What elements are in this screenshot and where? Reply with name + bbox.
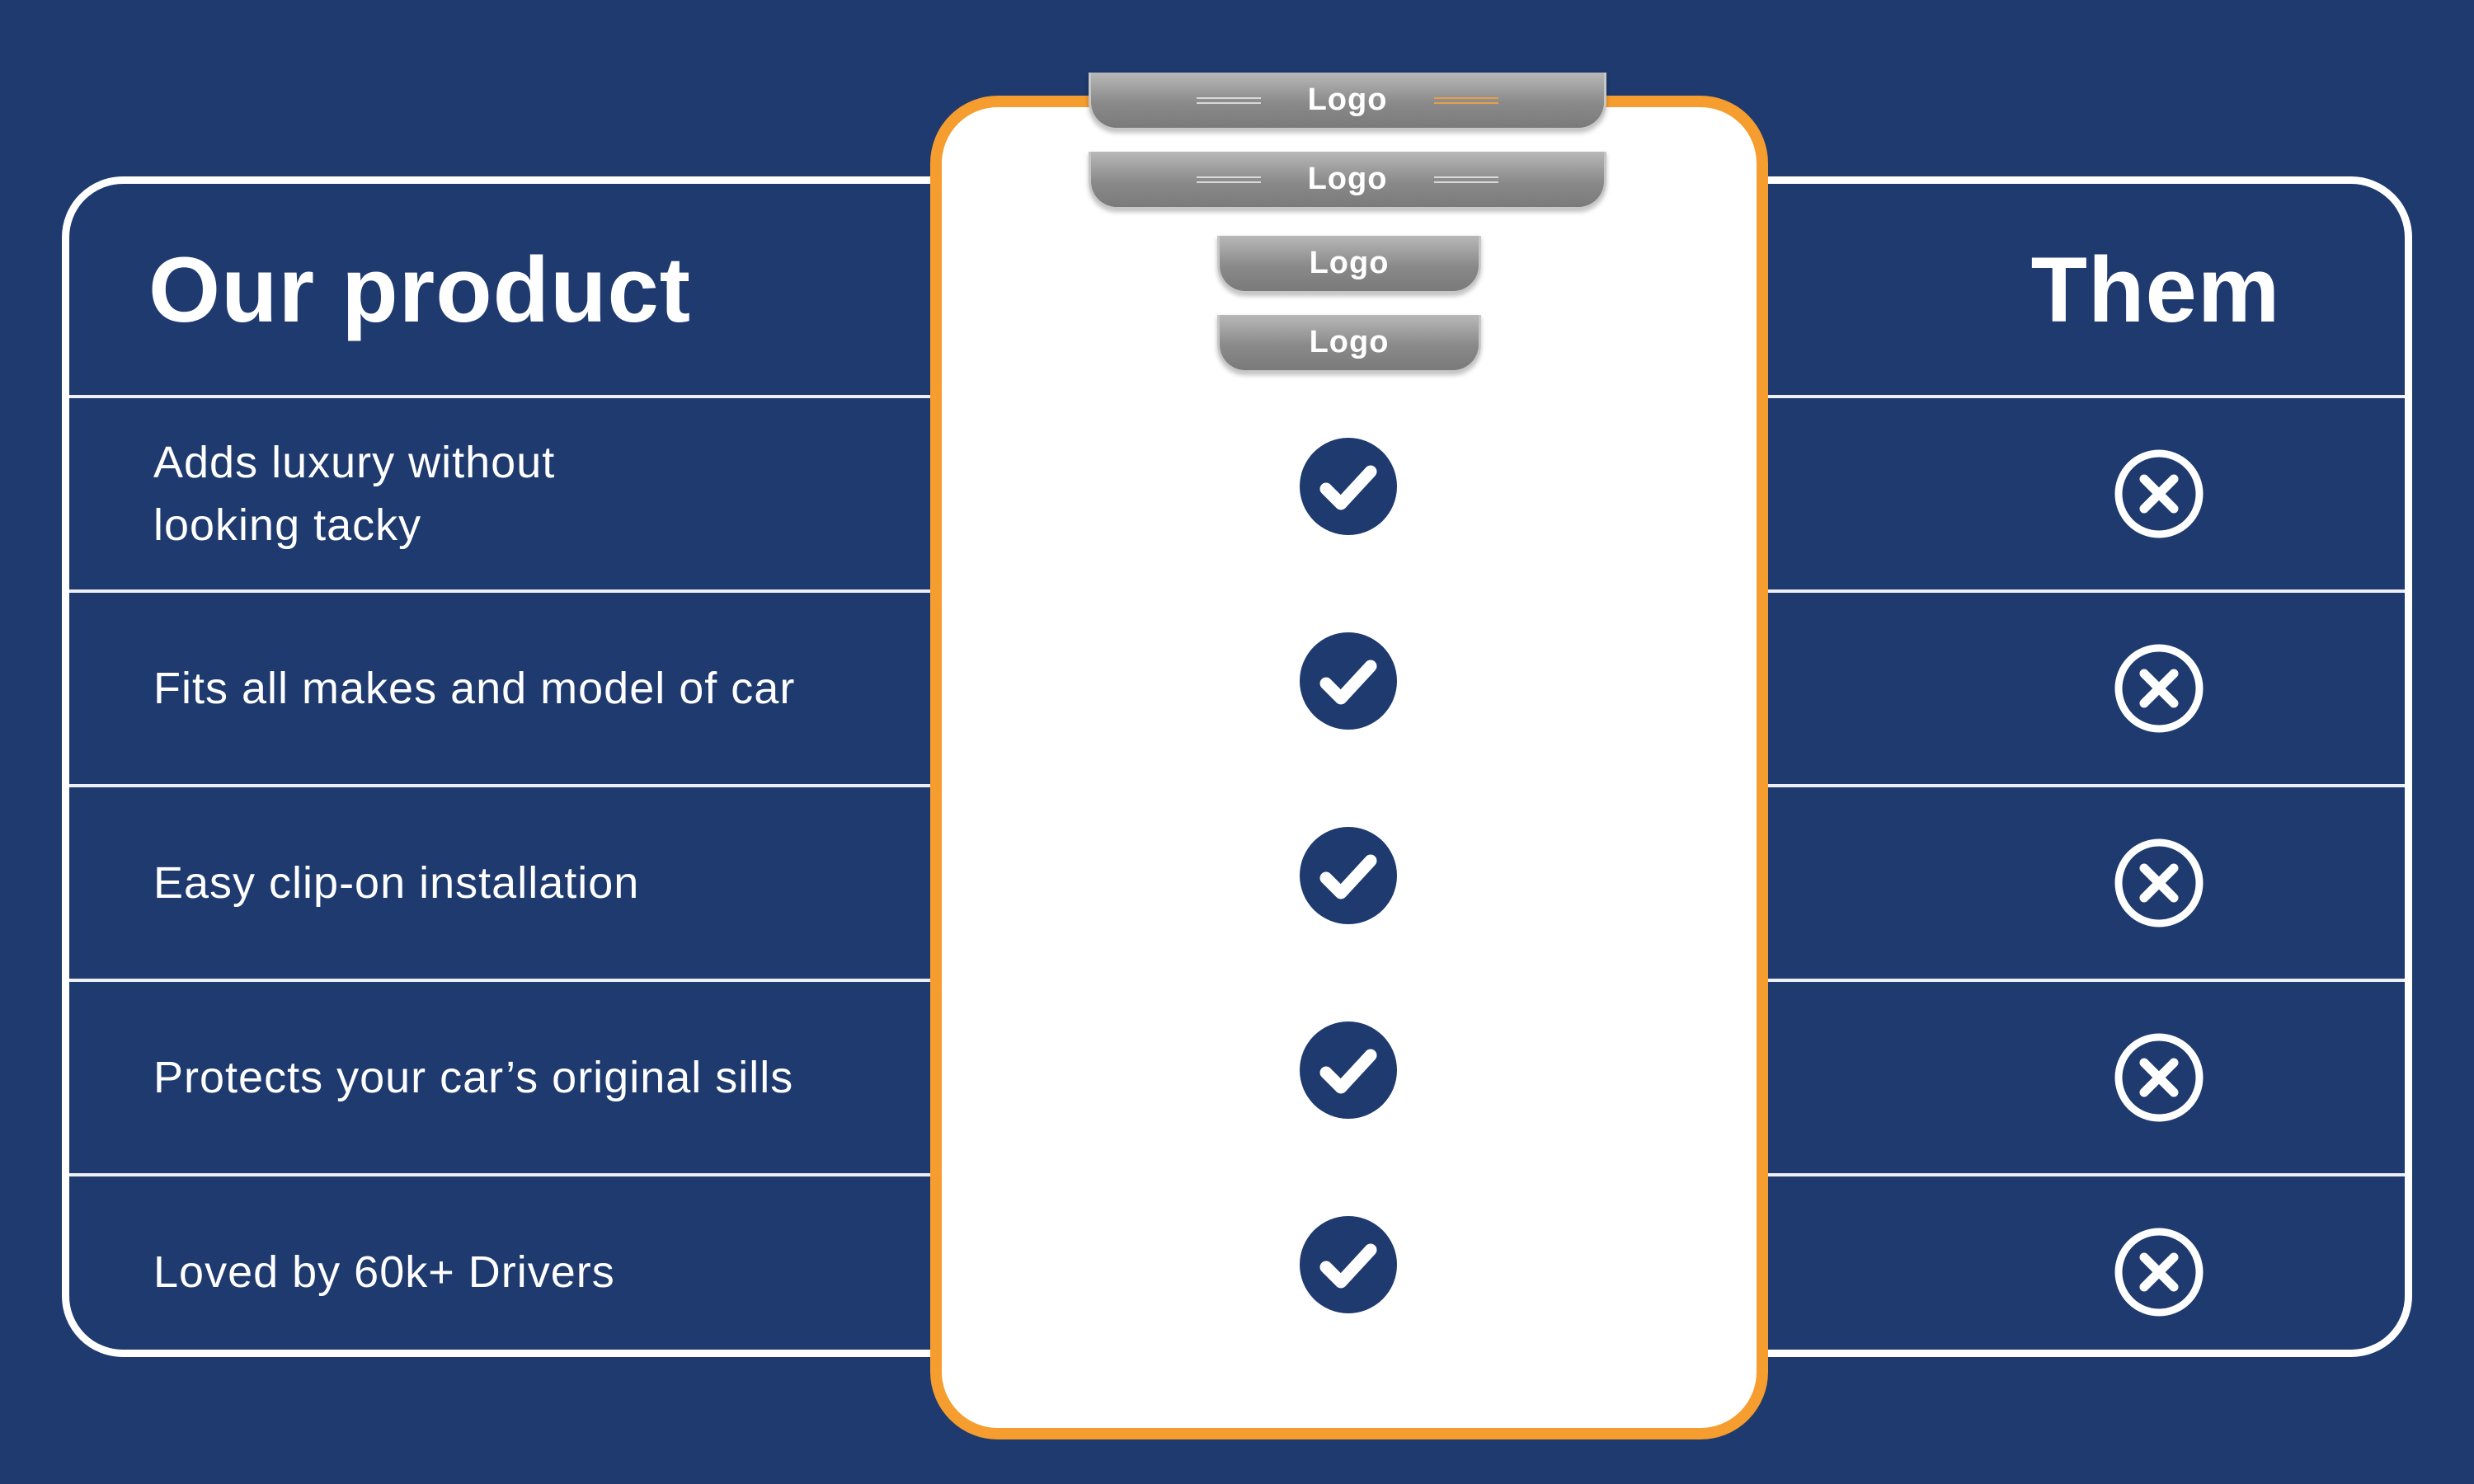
feature-label: Adds luxury without looking tacky	[153, 438, 556, 550]
feature-label: Loved by 60k+ Drivers	[153, 1247, 615, 1297]
sill-logo-label: Logo	[1307, 82, 1388, 117]
door-sill-logo: Logo	[1089, 73, 1606, 130]
sill-logo-label: Logo	[1307, 162, 1388, 196]
x-circle-icon	[2114, 838, 2204, 928]
sill-stripe	[1197, 96, 1261, 104]
door-sill-logo: Logo	[1217, 315, 1481, 373]
x-circle-icon	[2114, 449, 2204, 538]
feature-label: Fits all makes and model of car	[153, 664, 796, 713]
check-circle-icon	[1300, 1021, 1397, 1119]
check-circle-icon	[1300, 1216, 1397, 1313]
our-product-heading: Our product	[148, 237, 692, 341]
them-heading: Them	[2030, 237, 2281, 341]
sill-logo-label: Logo	[1309, 246, 1390, 280]
feature-label: Easy clip-on installation	[153, 858, 640, 908]
x-circle-icon	[2114, 644, 2204, 733]
sill-stripe	[1434, 176, 1498, 183]
sill-stripe	[1197, 176, 1261, 183]
x-circle-icon	[2114, 1228, 2204, 1317]
table-header: Our product Them	[69, 184, 2405, 395]
check-circle-icon	[1300, 632, 1397, 730]
sill-logo-label: Logo	[1309, 325, 1390, 359]
sill-stripe	[1434, 96, 1498, 104]
door-sill-logo: Logo	[1217, 236, 1481, 294]
x-circle-icon	[2114, 1033, 2204, 1122]
check-circle-icon	[1300, 827, 1397, 924]
table-row: Adds luxury without looking tacky	[69, 395, 2405, 589]
door-sill-logo: Logo	[1089, 152, 1606, 209]
feature-label: Protects your car’s original sills	[153, 1053, 794, 1102]
check-circle-icon	[1300, 438, 1397, 535]
